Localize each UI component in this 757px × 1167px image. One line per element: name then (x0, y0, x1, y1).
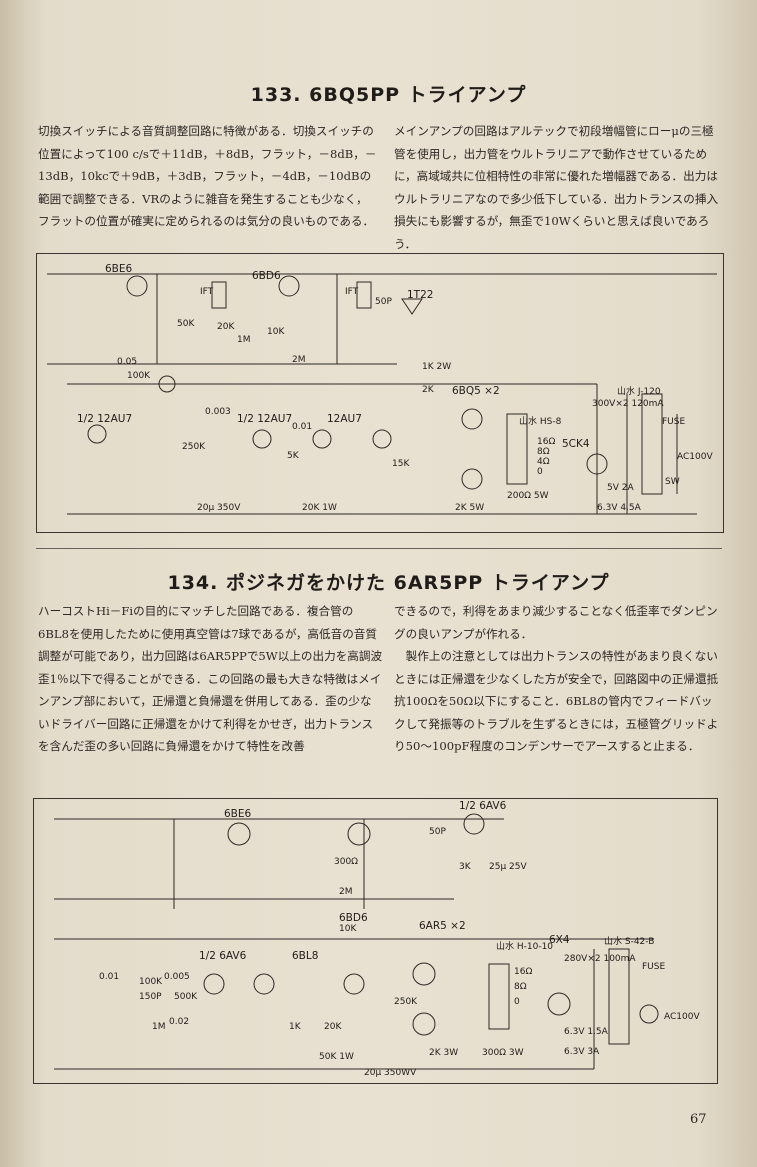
ac-label: AC100V (664, 1012, 700, 1022)
tap-0: 0 (514, 997, 520, 1007)
capacitor-label: 0.005 (164, 972, 190, 982)
resistor-label: 2K (422, 385, 435, 395)
text-133-left: 切換スイッチによる音質調整回路に特徴がある．切換スイッチの位置によって100 c… (38, 124, 377, 228)
section-title-133: 133. 6BQ5PP トライアンプ (250, 84, 527, 106)
resistor-label: 100K (139, 977, 163, 987)
tube-label: 6BD6 (339, 912, 368, 924)
resistor-label: 50K (177, 319, 195, 329)
tube-label: 12AU7 (327, 413, 362, 425)
fuse-label: FUSE (662, 417, 685, 427)
text-134-left: ハーコストHi－Fiの目的にマッチした回路である．複合管の6BL8を使用したため… (38, 604, 383, 753)
output-transformer-label: 山水 H-10-10 (496, 940, 553, 952)
resistor-label: 200Ω 5W (507, 491, 549, 501)
resistor-label: 1M (237, 335, 251, 345)
ac-label: AC100V (677, 452, 713, 462)
resistor-label: 300Ω 3W (482, 1048, 524, 1058)
power-transformer-label: 山水 J-120 (617, 385, 661, 397)
resistor-label: 1K (289, 1022, 302, 1032)
section-divider (36, 548, 722, 549)
sw-label: SW (665, 477, 680, 487)
capacitor-label: 20μ 350WV (364, 1068, 417, 1078)
resistor-label: 2M (339, 887, 353, 897)
resistor-label: 20K (324, 1022, 342, 1032)
resistor-label: 20K 1W (302, 503, 337, 513)
text-133-right: メインアンプの回路はアルテックで初段増幅管にローμの三極管を使用し，出力管をウル… (394, 124, 719, 251)
section-title-134: 134. ポジネガをかけた 6AR5PP トライアンプ (167, 572, 610, 594)
capacitor-label: 150P (139, 992, 162, 1002)
heater-5v: 5V 2A (607, 483, 634, 493)
heater-63v: 6.3V 4.5A (597, 503, 642, 513)
tap-16: 16Ω (514, 967, 532, 977)
capacitor-label: 0.01 (99, 972, 119, 982)
capacitor-label: 20μ 350V (197, 503, 241, 513)
ift-label: IFT (200, 287, 214, 297)
tube-label: 1/2 6AV6 (459, 800, 507, 812)
tube-label: 6BL8 (292, 950, 318, 962)
power-transformer-label: 山水 S-42-B (604, 935, 654, 947)
resistor-label: 10K (339, 924, 357, 934)
ift-label: IFT (345, 287, 359, 297)
heater-3: 6.3V 3A (564, 1047, 600, 1057)
resistor-label: 100K (127, 371, 151, 381)
resistor-label: 5K (287, 451, 300, 461)
tap-4: 4Ω (537, 457, 550, 467)
capacitor-label: 50P (429, 827, 446, 837)
tube-label: 6BQ5 ×2 (452, 385, 500, 397)
tap-8: 8Ω (537, 447, 550, 457)
tube-label: 6BE6 (105, 263, 133, 275)
tube-label: 6AR5 ×2 (419, 920, 466, 932)
capacitor-label: 0.05 (117, 357, 137, 367)
fuse-label: FUSE (642, 962, 665, 972)
capacitor-label: 0.01 (292, 422, 312, 432)
resistor-label: 2K 3W (429, 1048, 458, 1058)
resistor-label: 250K (394, 997, 418, 1007)
pt-rating: 300V×2 120mA (592, 399, 664, 409)
resistor-label: 300Ω (334, 857, 358, 867)
tube-label: 1T22 (407, 289, 433, 301)
capacitor-label: 50P (375, 297, 392, 307)
tap-8: 8Ω (514, 982, 527, 992)
schematic-134: 6BE6 1/2 6AV6 6BD6 6AR5 ×2 1/2 6AV6 6BL8… (33, 798, 718, 1084)
resistor-label: 15K (392, 459, 410, 469)
schematic-133: 6BE6 6BD6 1T22 1/2 12AU7 1/2 12AU7 12AU7… (36, 253, 724, 533)
tube-label: 5CK4 (562, 438, 590, 450)
resistor-label: 250K (182, 442, 206, 452)
tube-label: 1/2 12AU7 (237, 413, 292, 425)
resistor-label: 1M (152, 1022, 166, 1032)
resistor-label: 2K 5W (455, 503, 484, 513)
tube-label: 1/2 6AV6 (199, 950, 247, 962)
tap-0: 0 (537, 467, 543, 477)
capacitor-label: 0.02 (169, 1017, 189, 1027)
resistor-label: 50K 1W (319, 1052, 354, 1062)
tube-label: 6BE6 (224, 808, 252, 820)
tube-label: 6X4 (549, 934, 570, 946)
text-134-right: できるので，利得をあまり減少することなく低歪率でダンピングの良いアンプが作れる．… (394, 604, 719, 753)
output-transformer-label: 山水 HS-8 (519, 415, 562, 427)
resistor-label: 10K (267, 327, 285, 337)
tube-label: 6BD6 (252, 270, 281, 282)
resistor-label: 20K (217, 322, 235, 332)
tube-label: 1/2 12AU7 (77, 413, 132, 425)
page-number: 67 (690, 1112, 707, 1127)
resistor-label: 500K (174, 992, 198, 1002)
resistor-label: 3K (459, 862, 472, 872)
capacitor-label: 25μ 25V (489, 862, 527, 872)
resistor-label: 1K 2W (422, 362, 451, 372)
heater-15: 6.3V 1.5A (564, 1027, 609, 1037)
capacitor-label: 0.003 (205, 407, 231, 417)
tap-16: 16Ω (537, 437, 555, 447)
pt-rating: 280V×2 100mA (564, 954, 636, 964)
resistor-label: 2M (292, 355, 306, 365)
